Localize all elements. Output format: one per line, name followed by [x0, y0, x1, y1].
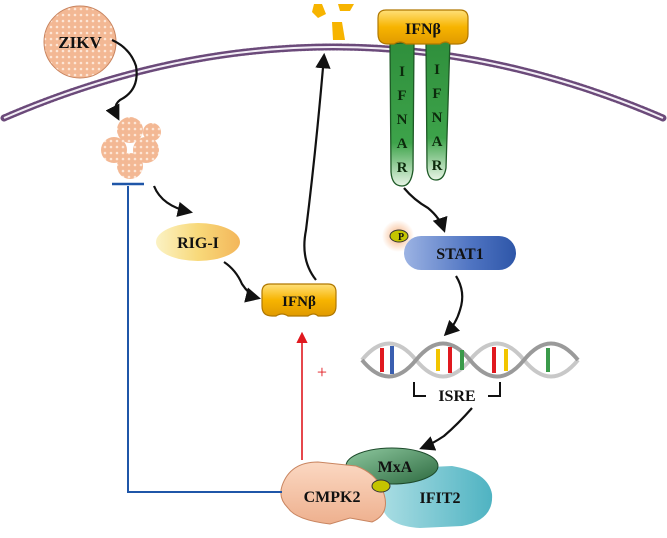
rig-i-label: RIG-I	[177, 235, 219, 252]
edges: +	[105, 38, 473, 493]
zikv-label: ZIKV	[58, 33, 102, 52]
edge-isre-to-mxa	[419, 407, 473, 451]
secreted-ifnb-fragments	[312, 4, 354, 40]
ifnb-membrane-label: IFNβ	[405, 21, 441, 38]
ifnb-membrane-node: IFNβ	[377, 9, 469, 45]
cmpk2-label: CMPK2	[304, 489, 361, 506]
cmpk2-node: CMPK2	[280, 461, 386, 525]
dna-helix	[360, 341, 580, 379]
ifnar-letter: A	[432, 134, 443, 150]
stat1-label: STAT1	[436, 246, 483, 263]
ifnar-receptor-right	[425, 39, 451, 181]
edge-zikv-to-cluster	[105, 38, 138, 121]
phospho-mark: P	[382, 220, 414, 252]
isre-label: ISRE	[438, 388, 475, 405]
phospho-label: P	[398, 232, 404, 243]
stat1-node: STAT1	[404, 236, 516, 270]
edge-ifnb-secretion	[303, 52, 331, 281]
complex-linker	[371, 479, 391, 493]
ifnb-cytoplasm-node: IFNβ	[261, 283, 337, 317]
ifnar-letter: I	[434, 62, 440, 78]
edge-stat1-to-isre	[443, 275, 464, 337]
promotion-sign: +	[317, 362, 327, 382]
ifnar-letter: N	[432, 110, 443, 126]
isre-element: ISRE	[413, 382, 501, 405]
ifnar-letter: I	[399, 64, 405, 80]
ifnb-cytoplasm-label: IFNβ	[282, 294, 316, 310]
ifnar-letter: N	[397, 112, 408, 128]
edge-cluster-to-rig-i	[152, 185, 194, 217]
ifnar-letter: F	[432, 86, 441, 102]
ifnar-letter: A	[397, 136, 408, 152]
zikv-node: ZIKV	[43, 5, 117, 79]
ifnar-letter: R	[432, 158, 443, 174]
ifnar-letter: R	[397, 160, 408, 176]
mxa-label: MxA	[378, 459, 413, 476]
edge-rig-i-to-ifnb	[223, 261, 261, 303]
zikv-cluster	[101, 117, 161, 179]
rig-i-node: RIG-I	[156, 223, 240, 261]
ifit2-label: IFIT2	[420, 490, 461, 507]
edge-cmpk2-inhibits-cluster	[112, 182, 282, 493]
cell-membrane	[0, 43, 667, 122]
ifnar-letter: F	[397, 88, 406, 104]
ifnar-receptor-left	[389, 41, 415, 187]
edge-ifnar-to-stat1	[403, 187, 448, 233]
